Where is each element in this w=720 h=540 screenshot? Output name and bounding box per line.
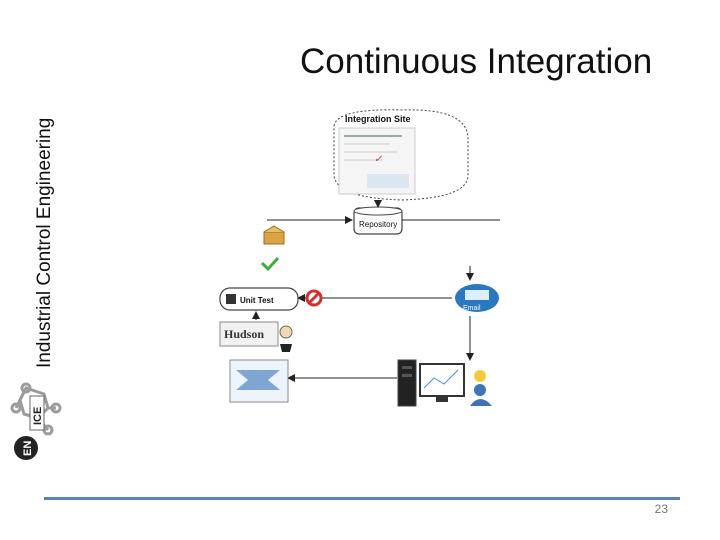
sidebar-title: Industrial Control Engineering — [34, 117, 55, 368]
svg-text:Email: Email — [463, 305, 481, 312]
email-icon: Email — [455, 284, 499, 312]
logo-text-ice: ICE — [29, 395, 45, 431]
slide-title: Continuous Integration — [300, 42, 653, 81]
lightbulb-icon — [474, 370, 486, 382]
unit-test-box: Unit Test — [219, 287, 299, 311]
logo: ICE EN — [10, 382, 62, 460]
package-icon — [263, 225, 285, 245]
footer-divider — [44, 497, 680, 500]
integration-site: Integration Site ✓ — [333, 109, 469, 201]
butler-icon — [279, 325, 293, 339]
ci-diagram: Integration Site ✓ Repository Unit Test — [219, 109, 500, 407]
monitor-icon — [419, 363, 465, 402]
svg-text:ICE: ICE — [32, 407, 44, 425]
svg-text:Unit Test: Unit Test — [240, 296, 274, 305]
svg-text:Hudson: Hudson — [224, 327, 264, 341]
svg-text:EN: EN — [22, 441, 34, 456]
logo-badge-en: EN — [14, 436, 38, 460]
svg-text:Integration Site: Integration Site — [345, 114, 411, 124]
hudson-server: Hudson — [219, 321, 293, 352]
subversion-logo — [229, 359, 289, 403]
page-number: 23 — [654, 502, 668, 516]
repository: Repository — [353, 206, 403, 235]
check-icon — [260, 256, 280, 272]
developer-icon — [470, 370, 492, 406]
build-server-icon — [397, 359, 417, 407]
no-entry-icon — [305, 289, 323, 307]
site-logo-icon: ✓ — [374, 154, 383, 165]
svg-text:Repository: Repository — [359, 220, 397, 229]
